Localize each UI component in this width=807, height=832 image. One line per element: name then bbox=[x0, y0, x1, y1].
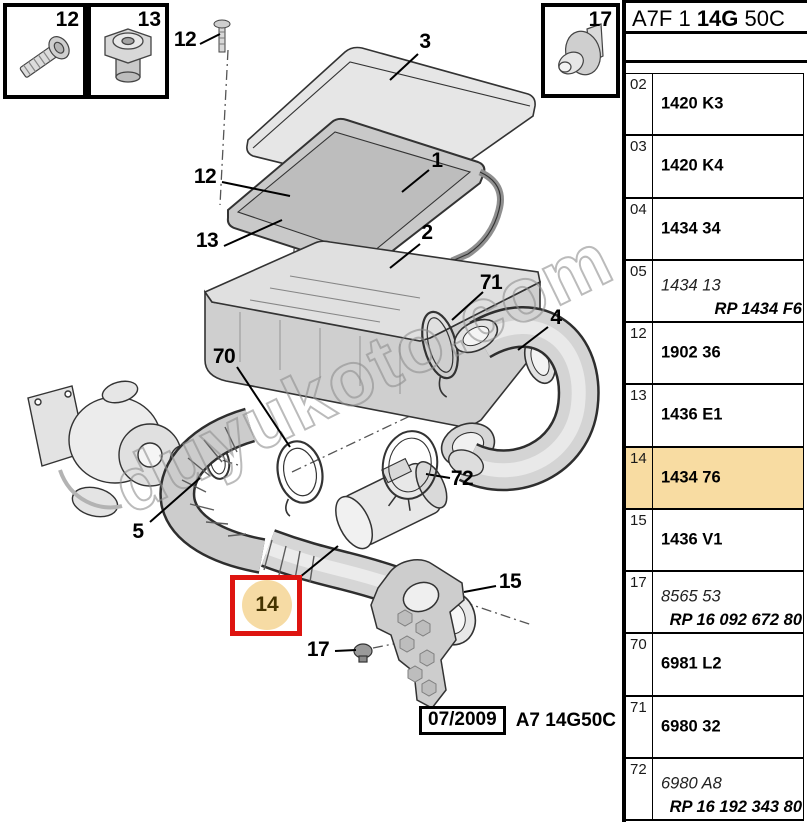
callout-5[interactable]: 5 bbox=[132, 520, 144, 543]
row-index: 15 bbox=[626, 509, 653, 570]
part-hose-4 bbox=[448, 306, 600, 492]
replacement-part-number: RP 16 092 672 80 bbox=[669, 611, 802, 630]
callout-70[interactable]: 70 bbox=[212, 345, 236, 368]
table-row-17[interactable]: 17 8565 53 RP 16 092 672 80 bbox=[626, 572, 803, 635]
callout-14-circle[interactable]: 14 bbox=[242, 580, 292, 630]
row-index: 04 bbox=[626, 198, 653, 259]
part-number: 1434 76 bbox=[661, 468, 721, 487]
callout-3[interactable]: 3 bbox=[419, 30, 431, 53]
parts-table: 02 1420 K3 03 1420 K4 04 1434 34 05 1434… bbox=[626, 73, 804, 821]
inset-box-17-label: 17 bbox=[588, 8, 612, 31]
callout-leader-lines bbox=[149, 33, 549, 652]
row-index: 14 bbox=[626, 447, 653, 508]
replacement-part-number: RP 16 192 343 80 bbox=[669, 798, 802, 816]
callout-12-mid[interactable]: 12 bbox=[193, 165, 217, 188]
part-number-superseded: 6980 A8 bbox=[661, 774, 722, 793]
revision-label: 07/2009 A7 14G50C bbox=[419, 706, 616, 735]
replacement-part-number: RP 1434 F6 bbox=[714, 300, 802, 318]
table-row-71[interactable]: 71 6980 32 bbox=[626, 696, 803, 759]
table-row-02[interactable]: 02 1420 K3 bbox=[626, 74, 803, 137]
part-clamp-71 bbox=[421, 310, 459, 398]
row-index: 72 bbox=[626, 758, 653, 819]
screw-12-top bbox=[213, 19, 231, 53]
part-number: 1902 36 bbox=[661, 343, 721, 362]
part-clamp-72 bbox=[381, 430, 439, 511]
screw-icon bbox=[19, 36, 70, 78]
inset-box-13: 13 bbox=[87, 3, 169, 99]
table-row-14-selected[interactable]: 14 1434 76 bbox=[626, 447, 803, 510]
part-clamp-70 bbox=[276, 440, 324, 517]
callout-2[interactable]: 2 bbox=[421, 221, 433, 244]
part-number: 1420 K3 bbox=[661, 94, 724, 113]
revision-code: A7 14G50C bbox=[515, 709, 617, 731]
inset-box-12: 12 bbox=[3, 3, 87, 99]
part-number: 1436 E1 bbox=[661, 405, 723, 424]
part-clip-17 bbox=[353, 643, 373, 663]
table-row-05[interactable]: 05 1434 13 RP 1434 F6 bbox=[626, 260, 803, 323]
table-gap bbox=[626, 63, 807, 73]
exploded-view-illustration: duyukoto.com bbox=[27, 19, 627, 709]
part-bracket-15 bbox=[370, 559, 465, 709]
part-number-superseded: 8565 53 bbox=[661, 587, 721, 606]
callout-14-highlight-box[interactable]: 14 bbox=[230, 575, 302, 636]
row-index: 02 bbox=[626, 74, 653, 135]
catalog-code-header: A7F 1 14G 50C bbox=[626, 0, 807, 34]
part-number: 1420 K4 bbox=[661, 156, 724, 175]
table-row-15[interactable]: 15 1436 V1 bbox=[626, 509, 803, 572]
row-index: 13 bbox=[626, 385, 653, 446]
revision-date: 07/2009 bbox=[419, 706, 506, 735]
row-index: 03 bbox=[626, 136, 653, 197]
callout-12-top[interactable]: 12 bbox=[173, 28, 197, 51]
table-row-04[interactable]: 04 1434 34 bbox=[626, 198, 803, 261]
part-number: 6981 L2 bbox=[661, 654, 722, 673]
callout-1[interactable]: 1 bbox=[431, 149, 443, 172]
part-number: 6980 32 bbox=[661, 717, 721, 736]
callout-72[interactable]: 72 bbox=[450, 467, 474, 490]
table-row-03[interactable]: 03 1420 K4 bbox=[626, 136, 803, 199]
row-index: 70 bbox=[626, 634, 653, 695]
clip-icon bbox=[558, 23, 604, 76]
inset-box-13-label: 13 bbox=[137, 8, 161, 31]
table-row-12[interactable]: 12 1902 36 bbox=[626, 323, 803, 386]
diagram-area: duyukoto.com bbox=[3, 3, 627, 735]
row-index: 71 bbox=[626, 696, 653, 757]
nut-icon bbox=[104, 28, 152, 83]
row-index: 12 bbox=[626, 323, 653, 384]
table-blank-strip bbox=[626, 34, 807, 63]
inset-box-17: 17 bbox=[541, 3, 620, 98]
callout-17[interactable]: 17 bbox=[306, 638, 330, 661]
row-index: 17 bbox=[626, 572, 653, 633]
part-ribbed-hose-5 bbox=[159, 407, 266, 574]
callout-15[interactable]: 15 bbox=[498, 570, 522, 593]
table-row-72[interactable]: 72 6980 A8 RP 16 192 343 80 bbox=[626, 758, 803, 821]
part-maf-sensor bbox=[335, 457, 448, 550]
part-number: 1436 V1 bbox=[661, 530, 723, 549]
part-number-superseded: 1434 13 bbox=[661, 276, 721, 295]
parts-table-panel: A7F 1 14G 50C 02 1420 K3 03 1420 K4 04 1… bbox=[622, 0, 807, 822]
callout-71[interactable]: 71 bbox=[479, 271, 503, 294]
callout-4[interactable]: 4 bbox=[550, 306, 562, 329]
table-row-70[interactable]: 70 6981 L2 bbox=[626, 634, 803, 697]
row-index: 05 bbox=[626, 260, 653, 321]
callout-13[interactable]: 13 bbox=[195, 229, 219, 252]
inset-box-12-label: 12 bbox=[55, 8, 79, 31]
table-row-13[interactable]: 13 1436 E1 bbox=[626, 385, 803, 448]
part-number: 1434 34 bbox=[661, 219, 721, 238]
